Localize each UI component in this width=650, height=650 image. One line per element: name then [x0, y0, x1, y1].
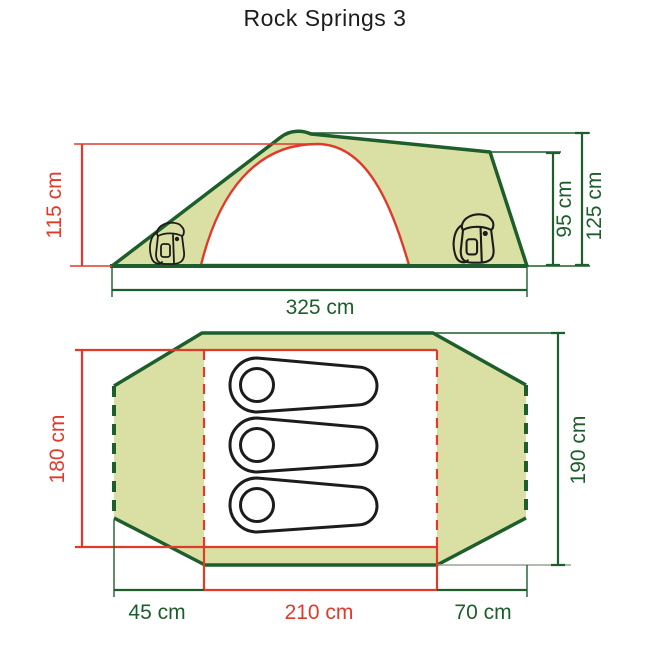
tent-side-view: 115 cm 95 cm 125 cm 325 cm — [43, 129, 606, 319]
rear-section-label: 70 cm — [454, 601, 511, 624]
sleeping-bag-icon — [228, 356, 379, 414]
tent-floor-plan: 180 cm 190 cm 45 cm 210 cm 70 cm — [46, 331, 590, 624]
dim-peak-height — [575, 131, 589, 267]
dim-rear-height — [546, 151, 560, 267]
dim-total-length — [111, 268, 528, 297]
page-title: Rock Springs 3 — [243, 5, 407, 31]
front-section-label: 45 cm — [128, 601, 185, 624]
sleeping-bag-icon — [228, 476, 379, 534]
dim-outer-width — [433, 331, 571, 567]
rear-height-label: 95 cm — [553, 180, 576, 237]
inner-length-label: 210 cm — [285, 601, 354, 624]
groundsheet-outline — [113, 331, 527, 567]
dim-length-sections — [113, 520, 528, 597]
inner-width-label: 180 cm — [46, 415, 69, 484]
sleeping-bag-icon — [228, 416, 379, 474]
peak-height-label: 125 cm — [583, 172, 606, 241]
inner-height-label: 115 cm — [43, 171, 66, 238]
total-length-label: 325 cm — [286, 296, 355, 319]
outer-width-label: 190 cm — [567, 416, 590, 485]
